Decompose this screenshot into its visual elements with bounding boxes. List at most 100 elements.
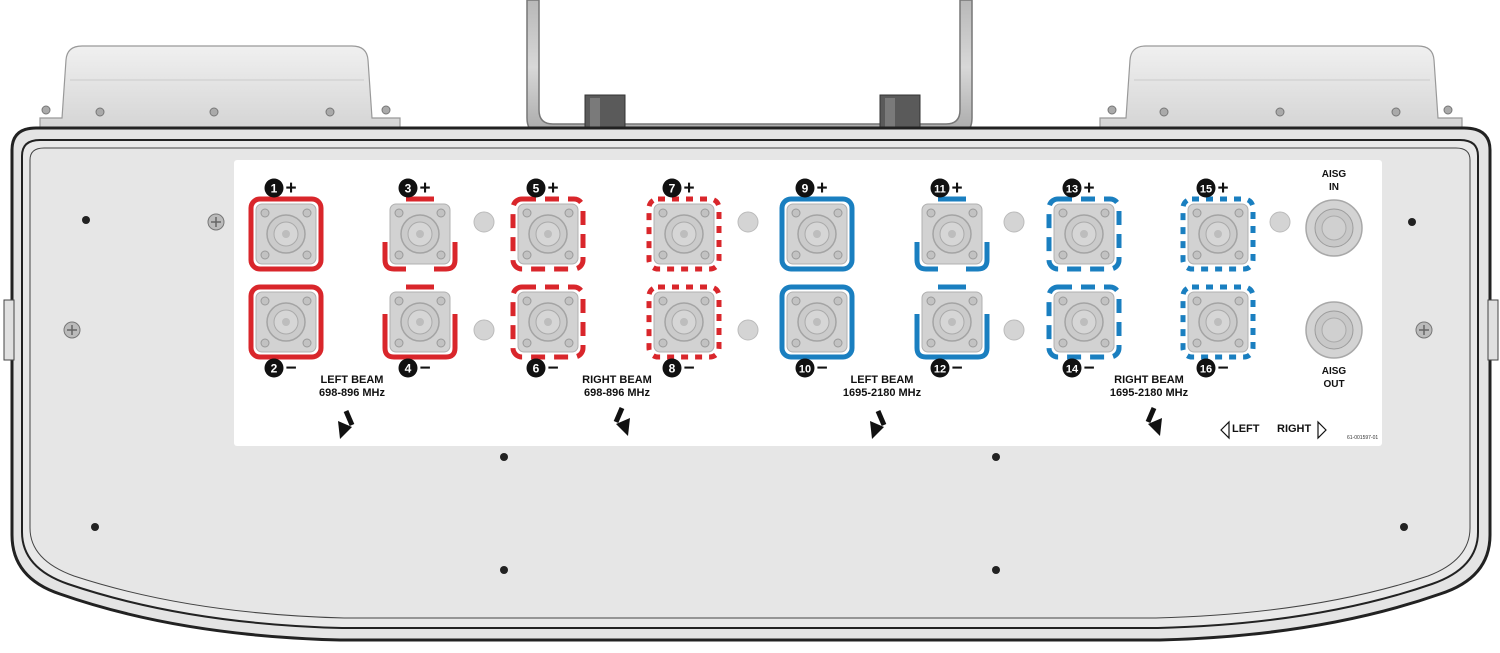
port-number-badge [662,178,682,198]
port-polarity: + [1217,178,1228,199]
port-frame [1180,196,1256,272]
port-number: 4 [405,361,412,375]
port-number: 6 [533,361,540,375]
port-number-badge [795,178,815,198]
port-14[interactable]: 14− [1046,284,1122,379]
port-polarity: + [951,178,962,199]
port-number-badge [398,358,418,378]
port-frame-bracket [382,284,458,360]
spacer-knob [473,211,495,233]
port-frame-bracket [914,196,990,272]
port-number-badge [1196,358,1216,378]
port-frame [779,284,855,360]
port-number-badge [930,178,950,198]
port-number-badge [795,358,815,378]
port-frame [510,284,586,360]
port-polarity: − [951,358,962,379]
port-2[interactable]: 2− [248,284,324,379]
ports-layer: 1+2−3+4−5+6−7+8−9+10−11+12−13+14−15+16− [248,178,1256,379]
port-12[interactable]: 12− [914,284,990,379]
port-polarity: − [285,358,296,379]
port-1[interactable]: 1+ [248,178,324,272]
port-number: 5 [533,181,540,195]
port-polarity: − [419,358,430,379]
port-number: 7 [669,181,676,195]
port-number-badge [398,178,418,198]
aisg-in-connector[interactable] [1305,199,1363,257]
port-5[interactable]: 5+ [510,178,586,272]
port-number: 15 [1200,183,1212,195]
port-frame [1046,284,1122,360]
port-polarity: − [816,358,827,379]
screw-left-mid [63,321,81,339]
port-frame [1046,196,1122,272]
spacer-knob [1003,211,1025,233]
mounting-bracket [526,0,973,136]
port-number: 16 [1200,363,1212,375]
screw-right-mid [1415,321,1433,339]
port-number-badge [526,178,546,198]
port-number: 11 [934,183,946,195]
port-7[interactable]: 7+ [646,178,722,272]
port-number: 1 [271,181,278,195]
port-frame [1180,284,1256,360]
spacer-knob [737,211,759,233]
radome-cap-right [1099,45,1463,131]
port-polarity: + [1083,178,1094,199]
port-polarity: + [683,178,694,199]
spacer-knob [473,319,495,341]
port-number-badge [264,178,284,198]
port-13[interactable]: 13 + [1046,178,1122,272]
port-frame [248,196,324,272]
radome-cap-left [39,45,401,131]
port-number-badge [526,358,546,378]
port-16[interactable]: 16− [1180,284,1256,379]
beam-arrow-1 [338,410,355,439]
screw-left-top [207,213,225,231]
spacer-knob [737,319,759,341]
port-polarity: − [683,358,694,379]
beam-arrow-3 [870,410,887,439]
port-number: 3 [405,181,412,195]
beam-arrow-2 [613,407,630,436]
port-frame-bracket [382,196,458,272]
port-number: 10 [799,363,811,375]
port-number-badge [662,358,682,378]
port-4[interactable]: 4− [382,284,458,379]
port-6[interactable]: 6− [510,284,586,379]
port-frame-bracket [914,284,990,360]
port-frame [646,196,722,272]
port-8[interactable]: 8− [646,284,722,379]
port-number: 9 [802,181,809,195]
port-frame [248,284,324,360]
port-number-badge [1062,358,1082,378]
port-polarity: + [419,178,430,199]
port-3[interactable]: 3+ [382,178,458,272]
port-polarity: + [547,178,558,199]
port-number: 8 [669,361,676,375]
port-10[interactable]: 10− [779,284,855,379]
port-number: 14 [1066,363,1079,375]
port-number: 13 [1066,183,1078,195]
beam-arrow-4 [1145,407,1162,436]
aisg-out-connector[interactable] [1305,301,1363,359]
port-frame [646,284,722,360]
port-frame [510,196,586,272]
port-polarity: − [547,358,558,379]
port-frame [779,196,855,272]
direction-right-arrow-icon [1317,420,1327,440]
port-polarity: − [1083,358,1094,379]
spacer-knob [1269,211,1291,233]
port-11[interactable]: 11 + [914,178,990,272]
extras-layer [338,199,1363,440]
port-polarity: + [285,178,296,199]
port-15[interactable]: 15 + [1180,178,1256,272]
port-polarity: − [1217,358,1228,379]
port-number: 2 [271,361,278,375]
port-number: 12 [934,363,946,375]
port-polarity: + [816,178,827,199]
port-9[interactable]: 9+ [779,178,855,272]
direction-left-arrow-icon [1220,420,1230,440]
port-number-badge [930,358,950,378]
